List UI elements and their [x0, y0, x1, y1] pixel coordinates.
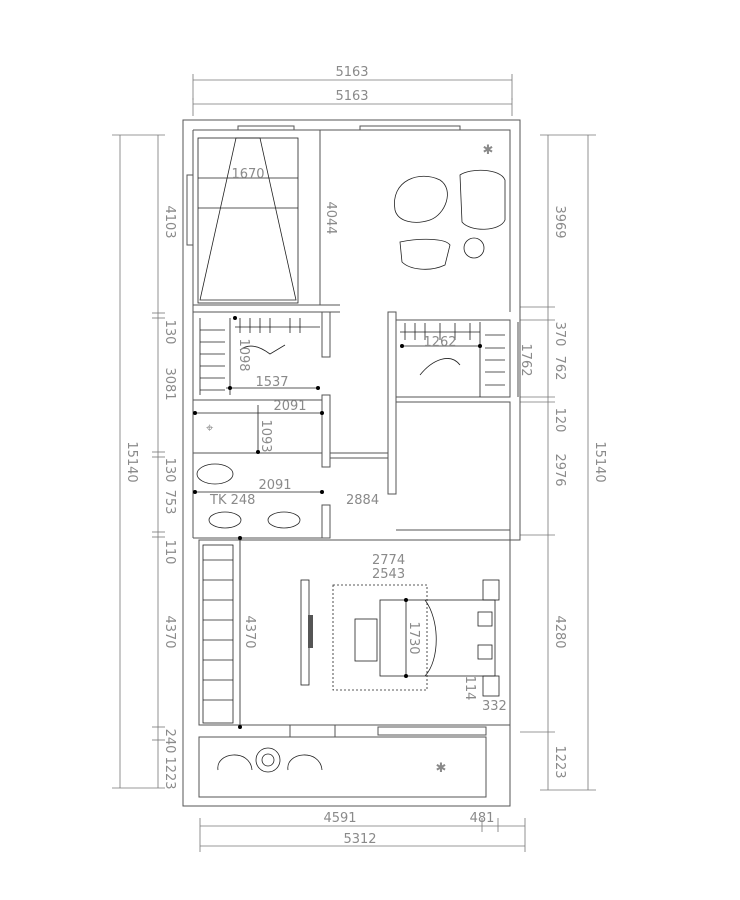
label-1093: 1093: [258, 419, 273, 452]
label-1730: 1730: [406, 621, 421, 654]
label-1762: 1762: [518, 343, 533, 376]
top-left-room: 1670 4044: [197, 137, 338, 304]
plant-icon: ✱: [483, 143, 494, 158]
dim-right-120: 120: [552, 408, 567, 433]
dim-left-130a: 130: [162, 320, 177, 345]
label-332: 332: [482, 699, 507, 714]
right-dimensions: 3969 370 762 120 2976 4280 1223 15140: [520, 134, 607, 791]
label-2884: 2884: [346, 493, 379, 508]
bedroom: 4370 2774 2543 1730 114 332: [202, 536, 507, 729]
dim-bottom-4591: 4591: [323, 811, 356, 826]
note-2774: 2774: [372, 553, 405, 568]
dim-right-2976: 2976: [552, 453, 567, 486]
dim-left-4103: 4103: [162, 205, 177, 238]
label-tk248: TK 248: [209, 493, 255, 508]
dim-right-3969: 3969: [552, 205, 567, 238]
dim-left-3081: 3081: [162, 367, 177, 400]
dim-left-1223: 1223: [162, 756, 177, 789]
dim-left-110: 110: [162, 540, 177, 565]
label-2091a: 2091: [273, 399, 306, 414]
left-dimensions: 4103 130 3081 130 753 110 4370 240 1223 …: [112, 134, 177, 790]
dim-left-4370: 4370: [162, 615, 177, 648]
closet-right: 1262 1762: [400, 322, 533, 397]
note-2543: 2543: [372, 567, 405, 582]
dim-right-4280: 4280: [552, 615, 567, 648]
label-2091b: 2091: [258, 478, 291, 493]
bottom-dimensions: 4591 481 5312: [199, 811, 526, 852]
dim-right-762: 762: [552, 356, 567, 381]
dim-left-240: 240: [162, 729, 177, 754]
label-1670: 1670: [231, 167, 264, 182]
dim-top-2: 5163: [335, 89, 368, 104]
top-dimensions: 5163 5163: [192, 65, 513, 116]
label-4370: 4370: [242, 615, 257, 648]
shower-icon: ⌖: [206, 421, 214, 436]
closet-left: 1537 1098: [199, 316, 320, 395]
label-1537: 1537: [255, 375, 288, 390]
dim-right-1223: 1223: [552, 745, 567, 778]
dim-right-370: 370: [552, 322, 567, 347]
dim-left-total: 15140: [124, 441, 139, 482]
balcony: ✱: [217, 747, 447, 776]
label-1098: 1098: [236, 338, 251, 371]
dim-right-total: 15140: [592, 441, 607, 482]
dim-bottom-5312: 5312: [343, 832, 376, 847]
dim-left-753: 753: [162, 490, 177, 515]
bathroom: 2091 1093 ⌖ 2091 TK 248 2884: [193, 399, 379, 529]
label-1262: 1262: [423, 335, 456, 350]
label-114: 114: [462, 676, 477, 701]
lounge-furniture: ✱: [394, 143, 506, 270]
plant-icon-balcony: ✱: [436, 761, 447, 776]
dim-bottom-481: 481: [470, 811, 495, 826]
dim-top-1: 5163: [335, 65, 368, 80]
label-4044: 4044: [323, 201, 338, 234]
walls: [182, 119, 521, 807]
dim-left-130b: 130: [162, 458, 177, 483]
